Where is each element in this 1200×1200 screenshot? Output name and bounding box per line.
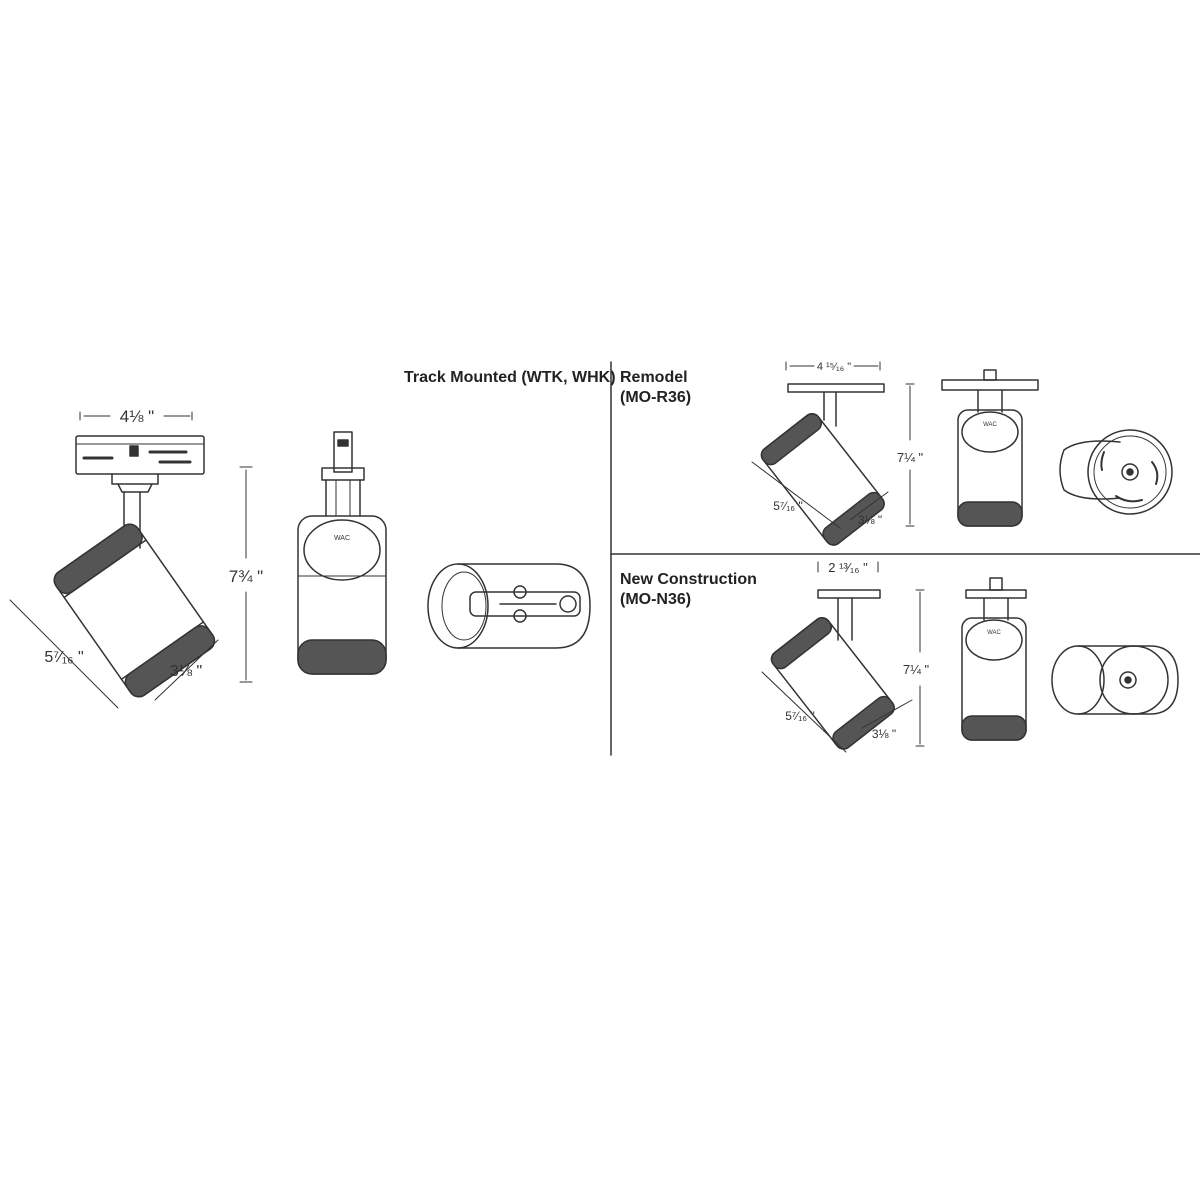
dim-remodel-diameter: 3⅛ " (858, 513, 882, 527)
track-logo: WAC (334, 535, 350, 542)
dim-newcon-diameter: 3⅛ " (872, 727, 896, 741)
newcon-bottom-plate (1099, 645, 1169, 715)
track-top-lens (427, 563, 489, 649)
dim-remodel-width: 4 ¹⁵⁄₁₆ " (817, 361, 851, 373)
newcon-bottom-view (1051, 645, 1179, 715)
dim-newcon-width: 2 ¹³⁄₁₆ " (828, 560, 868, 575)
dim-track-width: 4⅛ " (120, 407, 154, 426)
newcon-side-view (761, 561, 925, 753)
newcon-front-view (961, 577, 1027, 741)
dim-track-length: 5⁷⁄₁₆ " (44, 649, 83, 666)
dim-remodel-length: 5⁷⁄₁₆ " (773, 499, 803, 513)
newcon-front-canopy (965, 589, 1027, 599)
remodel-front-view (941, 369, 1039, 527)
remodel-model: (MO-R36) (620, 389, 692, 406)
remodel-cylinder (760, 413, 885, 546)
remodel-front-canopy (941, 379, 1039, 391)
track-mounted-title: Track Mounted (WTK, WHK) (404, 369, 616, 386)
new-construction-title: New Construction (620, 571, 757, 588)
track-front-view (297, 431, 387, 675)
dim-newcon-length: 5⁷⁄₁₆ " (785, 709, 815, 723)
remodel-bottom-view (1059, 429, 1173, 515)
dim-newcon-height: 7¼ " (903, 662, 930, 677)
remodel-title: Remodel (620, 369, 688, 386)
newcon-logo: WAC (987, 630, 1001, 636)
track-side-view (9, 411, 253, 709)
new-construction-model: (MO-N36) (620, 591, 692, 608)
newcon-canopy (817, 589, 881, 599)
newcon-bottom-lens (1051, 645, 1105, 715)
track-top-view (427, 563, 591, 649)
remodel-bottom-plate (1087, 429, 1173, 515)
remodel-canopy (787, 383, 885, 393)
dim-track-diameter: 3⅛ " (170, 663, 202, 680)
remodel-logo: WAC (983, 422, 997, 428)
dim-remodel-height: 7¼ " (897, 450, 924, 465)
dim-track-height: 7¾ " (229, 567, 263, 586)
track-adapter (75, 435, 205, 475)
remodel-side-view (751, 361, 915, 546)
track-front-adapter (333, 431, 353, 473)
